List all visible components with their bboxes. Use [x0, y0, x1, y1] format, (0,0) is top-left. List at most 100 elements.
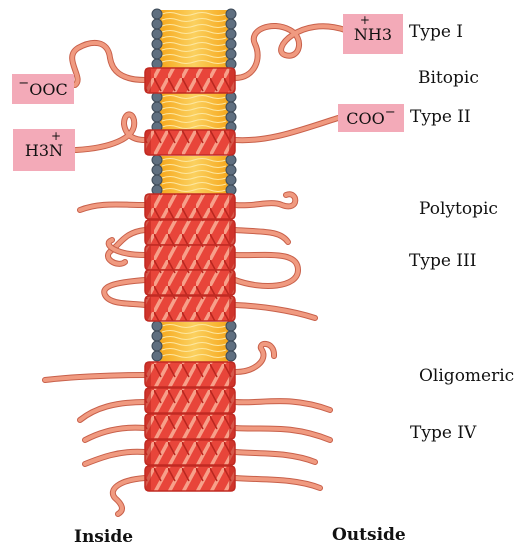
- helix-left-cap: [145, 388, 151, 413]
- lipid-head: [226, 321, 236, 331]
- lipid-head: [226, 49, 236, 59]
- helix-body: [145, 388, 235, 413]
- lipid-head: [152, 49, 162, 59]
- helix-body: [145, 414, 235, 439]
- helix-body: [145, 296, 235, 321]
- nh3-label: NH3: [354, 25, 392, 44]
- lipid-bilayer-segment: [152, 92, 236, 132]
- h3n-terminus-tag: + H3N: [13, 129, 75, 171]
- helix-body: [145, 245, 235, 270]
- lipid-head: [226, 9, 236, 19]
- helix-left-cap: [145, 466, 151, 491]
- transmembrane-helices: [145, 68, 235, 491]
- polypeptide-loop: [235, 230, 288, 242]
- lipid-head: [226, 175, 236, 185]
- lipid-head: [226, 155, 236, 165]
- polypeptide-loop: [235, 255, 298, 286]
- helix-right-cap: [229, 270, 235, 295]
- label-polytopic: Polytopic: [419, 199, 498, 219]
- transmembrane-helix: [145, 388, 235, 413]
- h3n-text: + H3N: [25, 141, 63, 160]
- transmembrane-helix: [145, 440, 235, 465]
- helix-left-cap: [145, 245, 151, 270]
- transmembrane-helix: [145, 68, 235, 93]
- helix-right-cap: [229, 245, 235, 270]
- lipid-head: [226, 19, 236, 29]
- helix-body: [145, 440, 235, 465]
- nh3-charge: +: [360, 13, 370, 27]
- helix-right-cap: [229, 414, 235, 439]
- helix-left-cap: [145, 270, 151, 295]
- transmembrane-helix: [145, 296, 235, 321]
- lipid-bilayer-segment: [152, 9, 236, 69]
- helix-right-cap: [229, 130, 235, 155]
- lipid-head: [226, 165, 236, 175]
- lipid-head: [226, 102, 236, 112]
- helix-right-cap: [229, 296, 235, 321]
- lipid-head: [226, 341, 236, 351]
- coo-terminus-tag: COO −: [338, 104, 404, 132]
- helix-left-cap: [145, 440, 151, 465]
- transmembrane-helix: [145, 362, 235, 387]
- lipid-head: [152, 331, 162, 341]
- lipid-head: [152, 321, 162, 331]
- label-type-3: Type III: [409, 251, 476, 271]
- helix-right-cap: [229, 440, 235, 465]
- lipid-head: [152, 39, 162, 49]
- lipid-head: [152, 19, 162, 29]
- helix-right-cap: [229, 388, 235, 413]
- nh3-terminus-tag: + NH3: [343, 14, 403, 54]
- helix-body: [145, 68, 235, 93]
- ooc-charge: −: [18, 76, 29, 91]
- lipid-head: [226, 331, 236, 341]
- helix-left-cap: [145, 68, 151, 93]
- h3n-charge: +: [51, 129, 61, 143]
- helix-left-cap: [145, 130, 151, 155]
- coo-charge: −: [385, 105, 396, 120]
- lipid-head: [152, 112, 162, 122]
- ooc-label: OOC: [29, 80, 67, 99]
- polypeptide-loop: [235, 344, 274, 372]
- lipid-head: [152, 351, 162, 361]
- label-type-4: Type IV: [410, 423, 476, 443]
- lipid-bilayer-segment: [152, 321, 236, 362]
- transmembrane-helix: [145, 414, 235, 439]
- lipid-head: [152, 341, 162, 351]
- helix-body: [145, 130, 235, 155]
- helix-left-cap: [145, 220, 151, 245]
- transmembrane-helix: [145, 270, 235, 295]
- lipid-head: [226, 112, 236, 122]
- polypeptide-loop: [235, 194, 295, 206]
- lipid-head: [152, 102, 162, 112]
- lipid-bilayer-segment: [152, 155, 236, 195]
- transmembrane-helix: [145, 466, 235, 491]
- helix-body: [145, 194, 235, 219]
- nh3-text: + NH3: [354, 25, 392, 44]
- transmembrane-helix: [145, 245, 235, 270]
- helix-left-cap: [145, 362, 151, 387]
- helix-right-cap: [229, 466, 235, 491]
- label-type-2: Type II: [410, 107, 471, 127]
- helix-left-cap: [145, 414, 151, 439]
- helix-left-cap: [145, 296, 151, 321]
- helix-right-cap: [229, 68, 235, 93]
- helix-body: [145, 362, 235, 387]
- lipid-head: [152, 9, 162, 19]
- transmembrane-helix: [145, 194, 235, 219]
- lipid-head: [226, 351, 236, 361]
- label-oligomeric: Oligomeric: [419, 366, 514, 386]
- label-type-1: Type I: [409, 22, 463, 42]
- helix-body: [145, 270, 235, 295]
- helix-left-cap: [145, 194, 151, 219]
- ooc-terminus-tag: − OOC: [12, 74, 74, 104]
- transmembrane-helix: [145, 220, 235, 245]
- transmembrane-helix: [145, 130, 235, 155]
- lipid-head: [152, 165, 162, 175]
- lipid-head: [152, 29, 162, 39]
- coo-label: COO: [346, 109, 384, 128]
- lipid-head: [152, 155, 162, 165]
- lipid-head: [226, 39, 236, 49]
- h3n-label: H3N: [25, 141, 63, 160]
- polypeptide-loop: [235, 428, 330, 440]
